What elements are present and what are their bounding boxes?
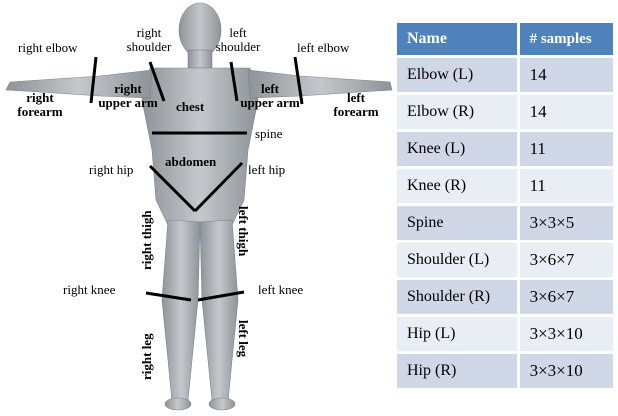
cell-samples: 14 — [517, 58, 613, 92]
label-chest: chest — [176, 100, 204, 114]
label-right-leg: right leg — [139, 333, 155, 380]
cell-name: Knee (L) — [397, 132, 517, 166]
cell-name: Elbow (L) — [397, 58, 517, 92]
cell-name: Hip (R) — [397, 354, 517, 388]
table-row: Hip (R) 3×3×10 — [397, 354, 613, 388]
label-left-forearm: left forearm — [326, 91, 386, 119]
label-right-thigh: right thigh — [139, 210, 155, 270]
table-row: Hip (L) 3×3×10 — [397, 317, 613, 351]
header-name: Name — [397, 23, 517, 55]
cell-name: Shoulder (L) — [397, 243, 517, 277]
table-row: Shoulder (R) 3×6×7 — [397, 280, 613, 314]
label-spine: spine — [255, 127, 282, 141]
table-row: Knee (L) 11 — [397, 132, 613, 166]
cell-samples: 14 — [517, 95, 613, 129]
table-row: Shoulder (L) 3×6×7 — [397, 243, 613, 277]
cell-name: Hip (L) — [397, 317, 517, 351]
samples-table: Name # samples Elbow (L) 14 Elbow (R) 14… — [397, 20, 613, 391]
label-left-hip: left hip — [248, 163, 285, 177]
cell-samples: 3×3×10 — [517, 317, 613, 351]
cell-name: Knee (R) — [397, 169, 517, 203]
human-body-figure — [0, 0, 395, 416]
label-right-forearm: right forearm — [10, 91, 70, 119]
table-row: Elbow (L) 14 — [397, 58, 613, 92]
label-right-knee: right knee — [63, 283, 115, 297]
label-abdomen: abdomen — [165, 155, 216, 169]
table-header-row: Name # samples — [397, 23, 613, 55]
cell-name: Elbow (R) — [397, 95, 517, 129]
header-samples: # samples — [517, 23, 613, 55]
cell-samples: 3×3×10 — [517, 354, 613, 388]
cell-samples: 3×6×7 — [517, 243, 613, 277]
cell-name: Shoulder (R) — [397, 280, 517, 314]
label-left-elbow: left elbow — [297, 41, 349, 55]
label-left-shoulder: left shoulder — [206, 26, 270, 54]
table-row: Spine 3×3×5 — [397, 206, 613, 240]
label-right-shoulder: right shoulder — [117, 26, 181, 54]
label-right-upper-arm: right upper arm — [88, 82, 168, 110]
cell-samples: 3×3×5 — [517, 206, 613, 240]
label-right-elbow: right elbow — [18, 41, 78, 55]
cell-name: Spine — [397, 206, 517, 240]
cell-samples: 3×6×7 — [517, 280, 613, 314]
label-left-knee: left knee — [258, 283, 303, 297]
label-right-hip: right hip — [89, 163, 133, 177]
cell-samples: 11 — [517, 132, 613, 166]
table-row: Knee (R) 11 — [397, 169, 613, 203]
label-left-leg: left leg — [235, 320, 251, 357]
label-left-thigh: left thigh — [235, 206, 251, 256]
table-row: Elbow (R) 14 — [397, 95, 613, 129]
cell-samples: 11 — [517, 169, 613, 203]
label-left-upper-arm: left upper arm — [230, 82, 310, 110]
